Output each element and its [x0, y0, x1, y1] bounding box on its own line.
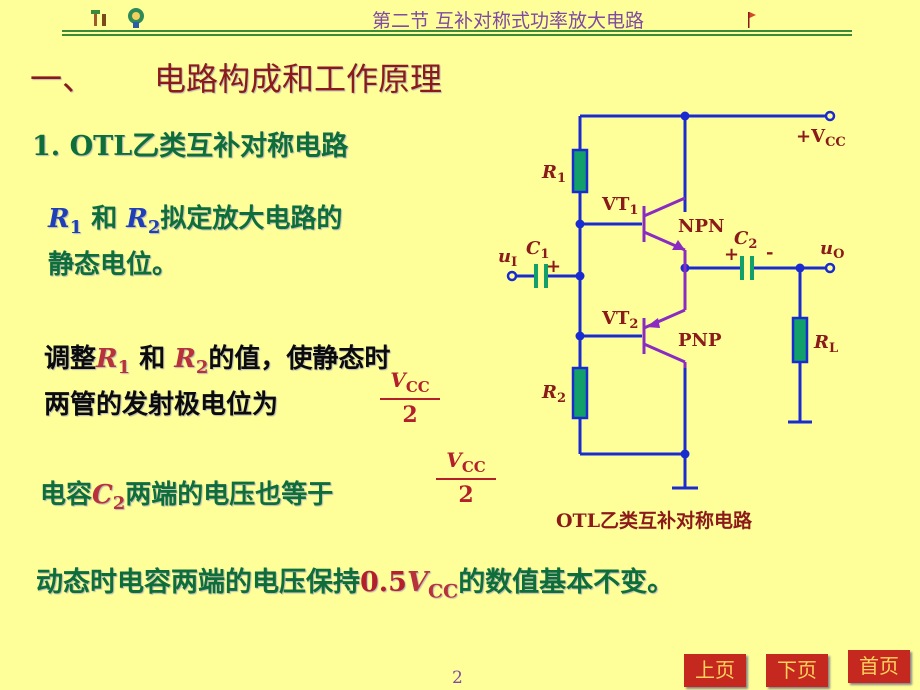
input-terminal [506, 270, 518, 282]
transistor-vt2-pnp [642, 268, 687, 368]
prev-page-button[interactable]: 上页 [684, 654, 746, 687]
page-number: 2 [452, 668, 463, 688]
header-icons [88, 4, 168, 34]
r2-var: R2 [126, 204, 161, 239]
r2-var-2: R2 [174, 344, 209, 379]
c2-label: C2 [734, 228, 757, 252]
c1-plus: + [546, 256, 561, 277]
node-dot [680, 111, 690, 121]
header-divider [62, 30, 852, 36]
uo-label: uO [820, 238, 844, 262]
node-dot [575, 331, 585, 341]
vt2-label: VT2 [601, 308, 638, 332]
capacitor-c1 [534, 264, 548, 288]
r1-label: R1 [541, 162, 566, 186]
transistor-vt1-npn [642, 196, 687, 268]
r2-label: R2 [541, 382, 566, 406]
para2-line2: 两管的发射极电位为 [44, 390, 279, 420]
section-title-text: 电路构成和工作原理 [154, 60, 443, 98]
output-terminal [824, 262, 836, 274]
r1-var: R1 [48, 204, 83, 239]
para1-rest: 拟定放大电路的 [160, 204, 343, 234]
node-dot [575, 219, 585, 229]
header-title: 第二节 互补对称式功率放大电路 [372, 10, 645, 32]
vcc-terminal [824, 110, 836, 122]
vcc-var: VCC [406, 567, 459, 603]
header-flag-icon [746, 10, 758, 34]
circuit-caption: OTL乙类互补对称电路 [556, 510, 753, 532]
home-button[interactable]: 首页 [848, 650, 910, 683]
otl-circuit-diagram: +VCC R1 R2 VT1 VT2 NPN PNP C1 + C2 + - u… [498, 110, 846, 490]
section-title: 一、 电路构成和工作原理 [30, 54, 442, 100]
para1-line2: 静态电位。 [48, 250, 179, 280]
para3-line: 电容C2两端的电压也等于 [40, 480, 334, 515]
vt1-label: VT1 [601, 194, 638, 218]
para2-line1: 调整R1 和 R2的值，使静态时 [44, 344, 391, 379]
value-0-5: 0.5 [360, 567, 407, 598]
decorative-clipart-icon [91, 8, 144, 28]
pnp-label: PNP [678, 330, 722, 351]
c2-plus: + [724, 244, 739, 265]
para1-and: 和 [82, 204, 127, 234]
subheading: 1. OTL乙类互补对称电路 [32, 131, 349, 162]
npn-label: NPN [678, 216, 724, 237]
c2-minus: - [766, 242, 773, 263]
fraction-vcc-half-2: VCC 2 [436, 448, 496, 508]
para4-line: 动态时电容两端的电压保持0.5VCC的数值基本不变。 [36, 567, 675, 603]
node-dot [680, 449, 690, 459]
rl-label: RL [813, 332, 838, 356]
c2-var: C2 [92, 480, 126, 515]
resistor-r1 [571, 148, 589, 194]
node-dot [795, 263, 805, 273]
ui-label: uI [498, 246, 517, 270]
node-dot [575, 271, 585, 281]
r1-var-2: R1 [96, 344, 131, 379]
next-page-button[interactable]: 下页 [766, 654, 828, 687]
para1-line1: R1 和 R2拟定放大电路的 [48, 198, 342, 238]
section-number: 一、 [30, 60, 95, 98]
vcc-label: +VCC [796, 126, 846, 150]
resistor-r2 [571, 366, 589, 420]
c1-label: C1 [526, 238, 549, 262]
resistor-rl [791, 316, 809, 364]
capacitor-c2 [740, 256, 754, 280]
fraction-vcc-half-1: VCC 2 [380, 368, 440, 428]
